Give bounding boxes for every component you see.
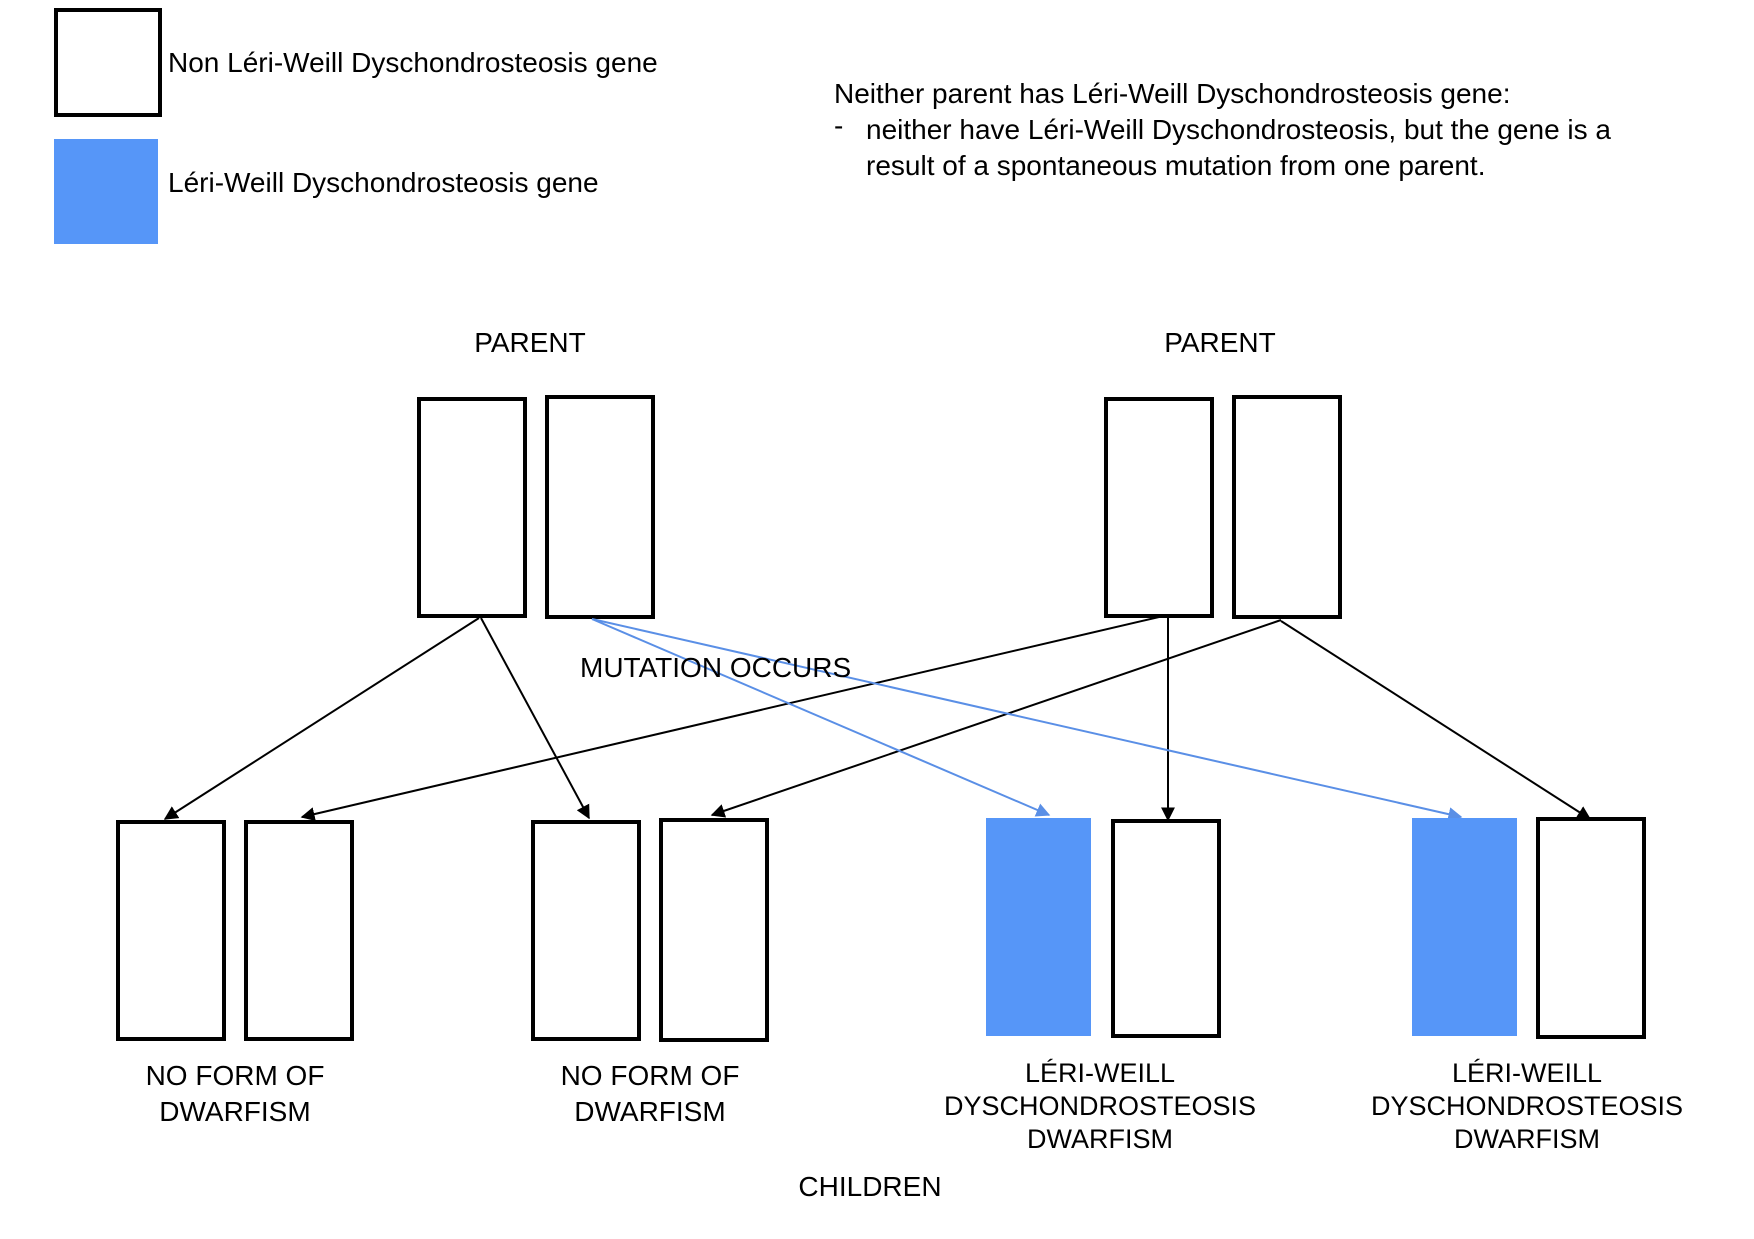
child-2-outcome-line-2: DWARFISM — [574, 1096, 726, 1127]
parent-left-gene-1 — [417, 397, 527, 618]
parent-right-label: PARENT — [1164, 327, 1276, 358]
parent-right-gene-1 — [1104, 397, 1214, 618]
child-4-mutated-gene — [1412, 818, 1517, 1036]
child-2-gene-2 — [659, 818, 769, 1042]
child-4-outcome-line-2: DYSCHONDROSTEOSIS — [1370, 1091, 1684, 1121]
child-3-outcome-line-2: DYSCHONDROSTEOSIS — [943, 1091, 1257, 1121]
legend-gene-label: Léri-Weill Dyschondrosteosis gene — [168, 167, 599, 198]
child-1-outcome-line-2: DWARFISM — [159, 1096, 311, 1127]
child-4-outcome: LÉRI-WEILL DYSCHONDROSTEOSIS DWARFISM — [1347, 1057, 1707, 1156]
child-3-outcome-line-3: DWARFISM — [1027, 1124, 1173, 1154]
arrow-parent-right-to-child-4 — [1280, 620, 1592, 820]
child-1-gene-1 — [116, 820, 226, 1041]
parent-left-gene-2 — [545, 395, 655, 619]
arrow-parent-right-to-child-1 — [300, 616, 1160, 821]
arrow-mutation-to-child-3 — [591, 618, 1051, 817]
arrow-parent-left-to-child-2 — [480, 617, 590, 820]
child-2-outcome-line-1: NO FORM OF — [560, 1060, 740, 1091]
note-line-2: result of a spontaneous mutation from on… — [866, 150, 1486, 181]
child-4-outcome-line-1: LÉRI-WEILL — [1451, 1058, 1603, 1088]
child-3-mutated-gene — [986, 818, 1091, 1036]
note-heading: Neither parent has Léri-Weill Dyschondro… — [834, 78, 1511, 109]
child-1-outcome: NO FORM OF DWARFISM — [85, 1058, 385, 1130]
children-group-label: CHILDREN — [798, 1171, 942, 1202]
child-2-gene-1 — [531, 820, 641, 1041]
child-1-gene-2 — [244, 820, 354, 1041]
arrow-parent-left-to-child-1 — [163, 617, 480, 820]
note-line-1: neither have Léri-Weill Dyschondrosteosi… — [866, 114, 1611, 145]
note-bullet: - — [834, 110, 844, 141]
child-4-gene-2 — [1536, 817, 1646, 1039]
parent-right-gene-2 — [1232, 395, 1342, 619]
legend-non-gene-label: Non Léri-Weill Dyschondrosteosis gene — [168, 47, 658, 78]
child-2-outcome: NO FORM OF DWARFISM — [500, 1058, 800, 1130]
arrow-parent-right-to-child-2 — [710, 619, 1282, 818]
child-4-outcome-line-3: DWARFISM — [1454, 1124, 1600, 1154]
child-3-outcome-line-1: LÉRI-WEILL — [1024, 1058, 1176, 1088]
child-3-outcome: LÉRI-WEILL DYSCHONDROSTEOSIS DWARFISM — [920, 1057, 1280, 1156]
child-3-gene-2 — [1111, 819, 1221, 1038]
mutation-label: MUTATION OCCURS — [580, 652, 852, 683]
child-1-outcome-line-1: NO FORM OF — [145, 1060, 325, 1091]
arrow-mutation-to-child-4 — [591, 618, 1463, 822]
legend-gene-swatch — [54, 139, 158, 244]
parent-left-label: PARENT — [474, 327, 586, 358]
legend-non-gene-swatch — [54, 8, 162, 117]
